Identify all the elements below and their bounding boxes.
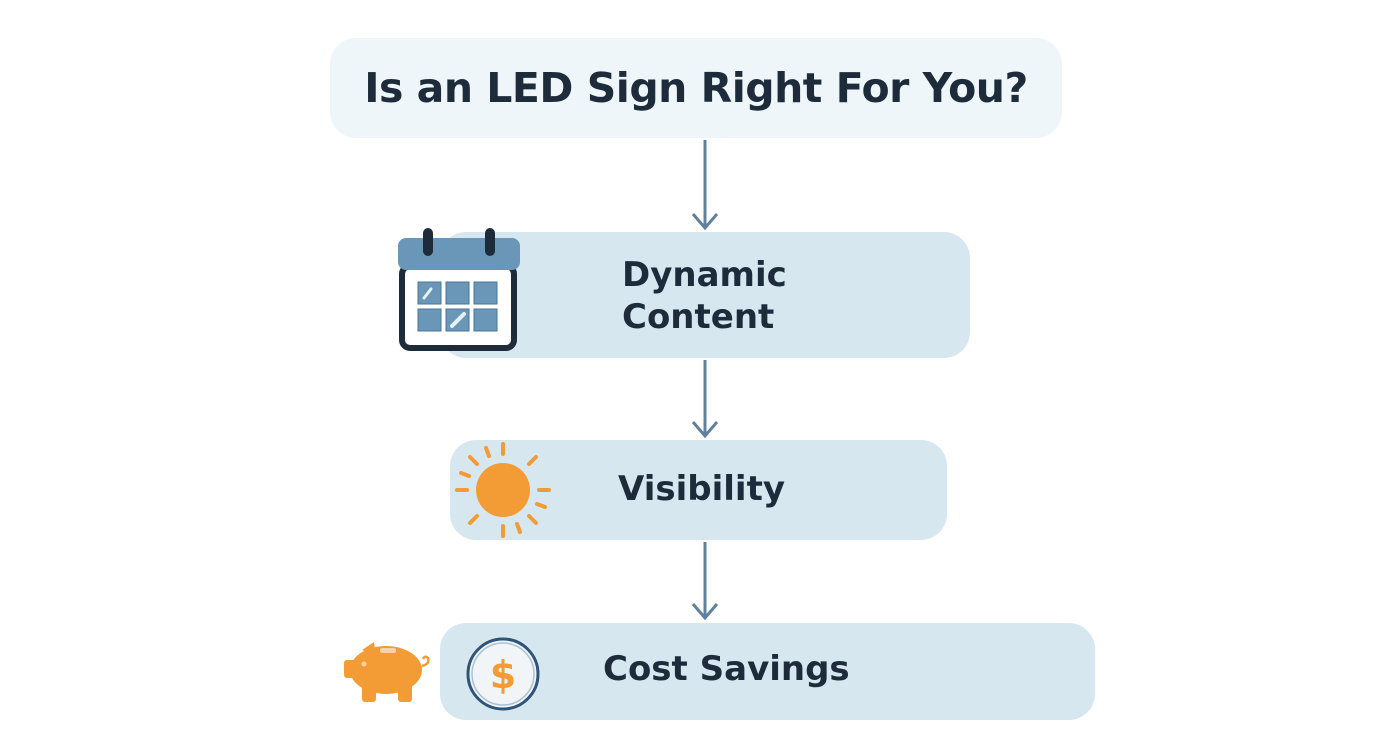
step-cost-savings	[440, 623, 1095, 720]
step-label-dynamic-content: Dynamic Content	[622, 254, 787, 338]
arrow-3	[691, 542, 719, 621]
calendar-icon	[398, 228, 520, 351]
title-box: Is an LED Sign Right For You?	[330, 38, 1062, 138]
step-label-cost-savings: Cost Savings	[603, 649, 850, 689]
diagram-title: Is an LED Sign Right For You?	[364, 64, 1028, 112]
arrow-2	[691, 360, 719, 439]
sun-icon	[455, 442, 551, 538]
step-label-line1: Dynamic	[622, 255, 787, 295]
step-label-visibility: Visibility	[618, 469, 785, 509]
step-dynamic-content	[440, 232, 970, 358]
piggy-bank-icon	[344, 642, 430, 702]
arrow-1	[691, 140, 719, 231]
svg-text:$: $	[490, 653, 516, 697]
step-label-line2: Content	[622, 297, 775, 337]
dollar-coin-icon: $	[466, 637, 540, 711]
step-visibility	[450, 440, 947, 540]
